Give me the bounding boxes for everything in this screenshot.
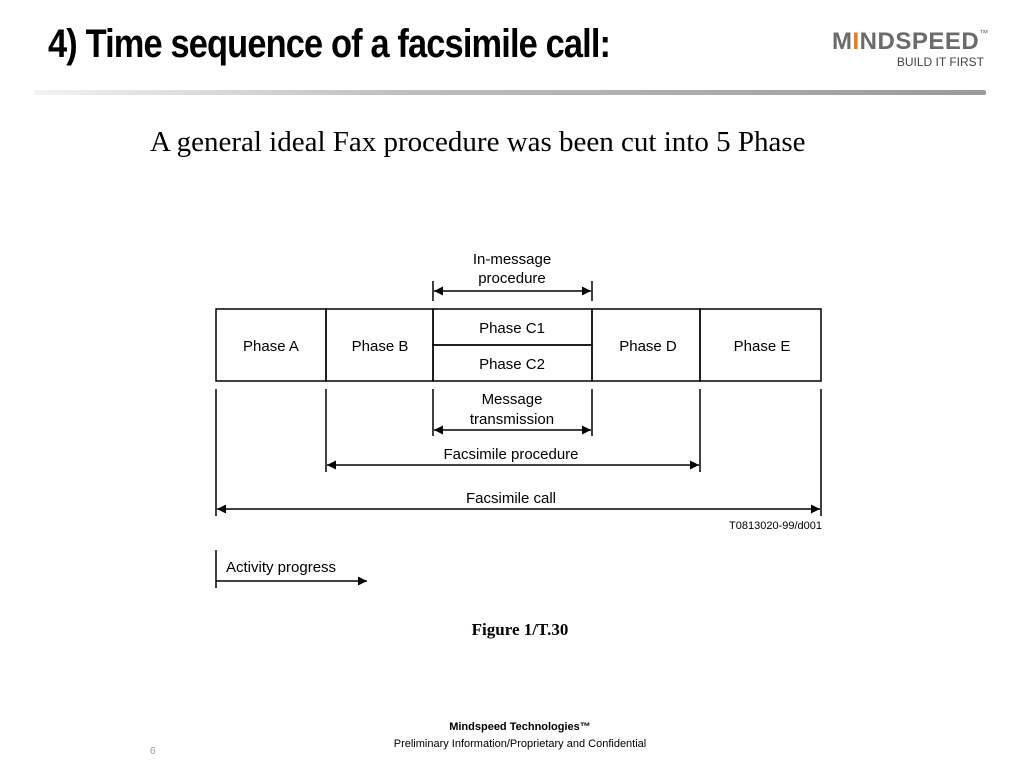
logo-letter-m: M xyxy=(832,28,853,55)
facsimile-call-label: Facsimile call xyxy=(466,490,556,507)
footer-company: Mindspeed Technologies™ xyxy=(449,721,591,733)
phase-c2-label: Phase C2 xyxy=(479,356,545,373)
facsimile-procedure-label: Facsimile procedure xyxy=(443,446,578,463)
title-underline xyxy=(34,90,986,95)
message-transmission-label-line1: Message xyxy=(482,391,543,408)
activity-progress-label: Activity progress xyxy=(226,559,336,576)
logo-trademark: ™ xyxy=(979,28,989,38)
mindspeed-logo: MINDSPEED™ BUILD IT FIRST xyxy=(832,28,1002,74)
reference-code: T0813020-99/d001 xyxy=(729,520,822,532)
slide-title: 4) Time sequence of a facsimile call: xyxy=(48,22,611,66)
phase-e-box xyxy=(699,308,822,382)
phase-d-label: Phase D xyxy=(619,338,677,355)
footer-confidentiality-note: Preliminary Information/Proprietary and … xyxy=(393,738,647,750)
phase-a-label: Phase A xyxy=(243,338,299,355)
page-number: 6 xyxy=(150,746,156,757)
phase-b-label: Phase B xyxy=(352,338,409,355)
phase-c1-label: Phase C1 xyxy=(479,320,545,337)
in-message-label-line1: In-message xyxy=(473,251,551,268)
logo-letters-rest: NDSPEED xyxy=(859,28,980,55)
logo-letter-i: I xyxy=(852,28,860,55)
logo-wordmark: MINDSPEED™ xyxy=(832,28,989,56)
in-message-label-line2: procedure xyxy=(478,270,546,287)
slide-subtitle: A general ideal Fax procedure was been c… xyxy=(150,126,806,158)
figure-caption: Figure 1/T.30 xyxy=(471,620,569,639)
logo-tagline: BUILD IT FIRST xyxy=(896,55,984,69)
message-transmission-label-line2: transmission xyxy=(470,411,554,428)
phase-e-label: Phase E xyxy=(734,338,791,355)
